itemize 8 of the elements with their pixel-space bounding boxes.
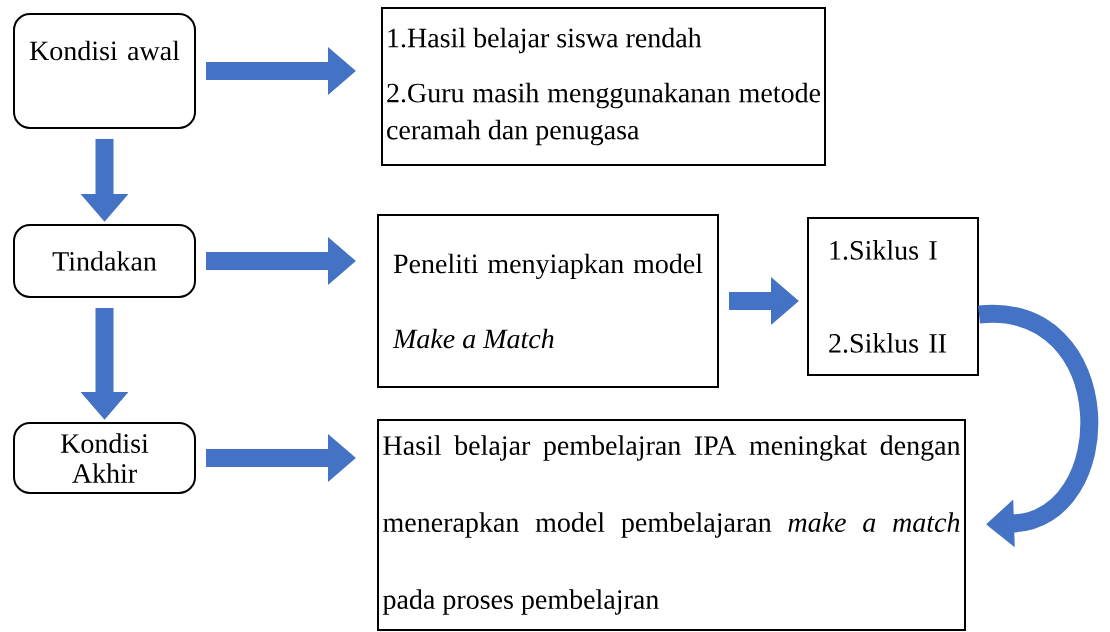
- rounded-box: Kondisi Akhir: [13, 422, 196, 494]
- rounded-box: Tindakan: [13, 224, 196, 298]
- text-box: 1.Siklus I 2.Siklus II: [807, 217, 979, 376]
- text-box: Peneliti menyiapkan model Make a Match: [377, 214, 719, 388]
- text-box: 1.Hasil belajar siswa rendah 2.Guru masih menggunakanan metode ceramah dan penugasa: [381, 7, 826, 166]
- block-arrow: [978, 305, 1098, 548]
- rounded-box: Kondisi awal: [13, 13, 196, 129]
- text-box: Hasil belajar pembelajran IPA meningkat dengan menerapkan model pembelajaran make a match pada proses pembelajran: [377, 419, 966, 631]
